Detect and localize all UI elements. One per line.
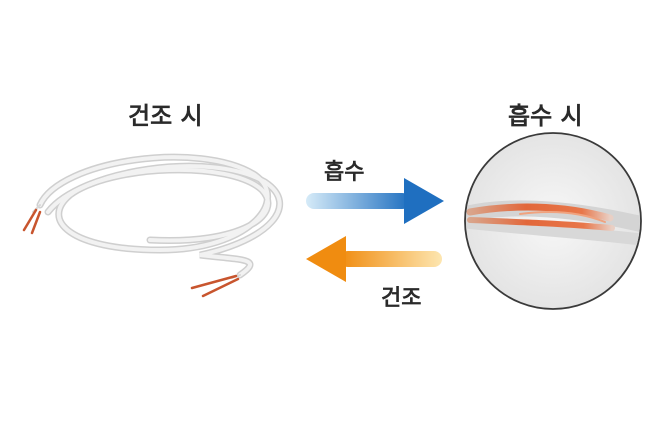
dry-arrow — [306, 236, 442, 282]
absorb-arrow — [306, 178, 444, 224]
dry-wire-bottom-ends — [190, 274, 240, 298]
dry-wire-coil — [32, 153, 284, 279]
dry-state-title: 건조 시 — [128, 102, 203, 130]
absorb-arrow-label: 흡수 — [324, 160, 365, 185]
dry-wire-left-ends — [22, 208, 42, 235]
wet-state-title: 흡수 시 — [508, 102, 583, 130]
dry-arrow-label: 건조 — [381, 286, 422, 311]
wet-wire-magnified — [464, 132, 642, 310]
